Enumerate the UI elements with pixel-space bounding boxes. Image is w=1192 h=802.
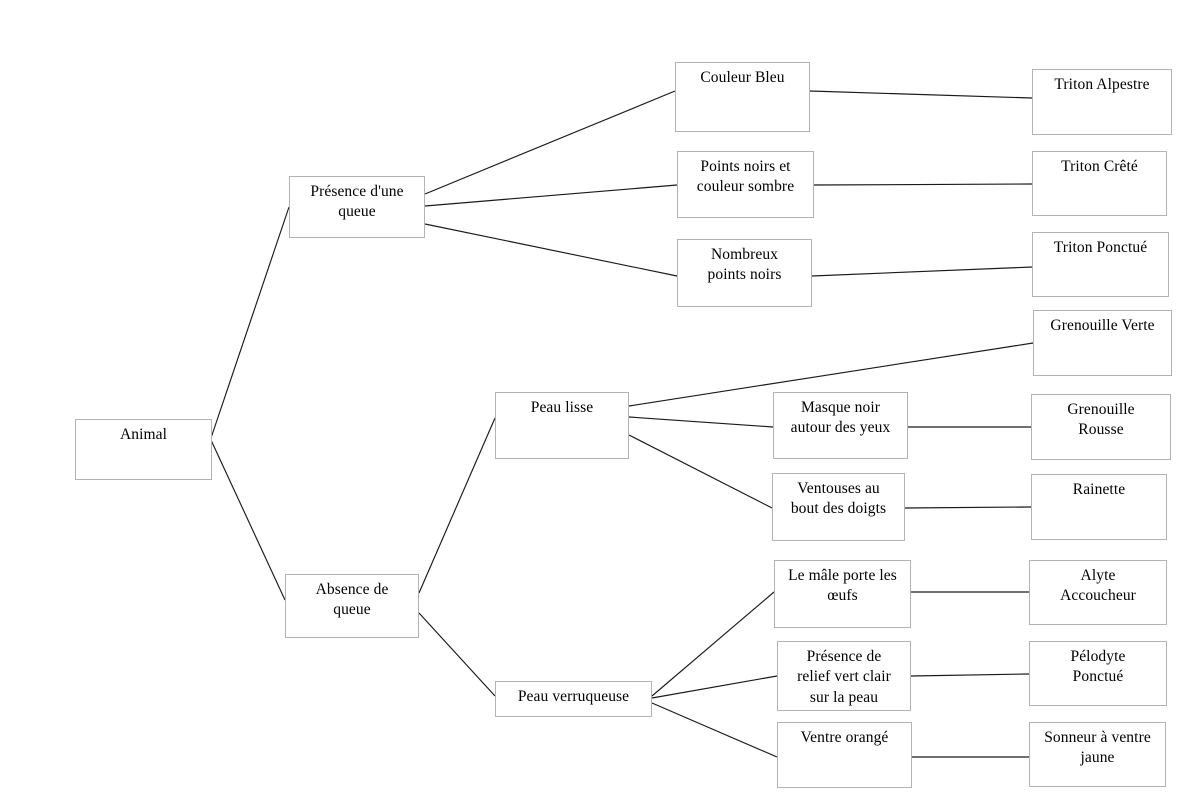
node-triton-ponctue[interactable]: Triton Ponctué	[1032, 232, 1169, 297]
node-animal[interactable]: Animal	[75, 419, 212, 480]
connector-absence-queue-to-peau-verruqueuse	[418, 612, 496, 697]
node-label-rainette: Rainette	[1072, 481, 1126, 498]
node-label-peau-lisse: Peau lisse	[530, 399, 594, 416]
node-nombreux-points-noirs[interactable]: Nombreux points noirs	[677, 239, 812, 307]
node-triton-alpestre[interactable]: Triton Alpestre	[1032, 69, 1172, 135]
connector-relief-vert-clair-to-pelodyte-ponctue	[910, 673, 1030, 677]
connector-animal-to-presence-queue	[210, 206, 290, 439]
connector-couleur-bleu-to-triton-alpestre	[809, 90, 1033, 99]
connector-absence-queue-to-peau-lisse	[418, 417, 496, 594]
node-peau-verruqueuse[interactable]: Peau verruqueuse	[495, 681, 652, 717]
connector-ventouses-doigts-to-rainette	[904, 506, 1032, 509]
node-couleur-bleu[interactable]: Couleur Bleu	[675, 62, 810, 132]
node-label-presence-queue: Présence d'une queue	[310, 183, 404, 221]
connector-presence-queue-to-nombreux-points-noirs	[424, 223, 678, 277]
node-label-sonneur-ventre-jaune: Sonneur à ventre jaune	[1044, 729, 1151, 767]
node-sonneur-ventre-jaune[interactable]: Sonneur à ventre jaune	[1029, 722, 1166, 787]
node-presence-queue[interactable]: Présence d'une queue	[289, 176, 425, 238]
node-male-porte-oeufs[interactable]: Le mâle porte les œufs	[774, 560, 911, 628]
node-pelodyte-ponctue[interactable]: Pélodyte Ponctué	[1029, 641, 1167, 706]
node-label-triton-crete: Triton Crêté	[1061, 158, 1138, 175]
node-label-ventouses-doigts: Ventouses au bout des doigts	[790, 480, 887, 518]
node-points-noirs-sombre[interactable]: Points noirs et couleur sombre	[677, 151, 814, 218]
connector-animal-to-absence-queue	[210, 439, 286, 601]
node-label-pelodyte-ponctue: Pélodyte Ponctué	[1070, 648, 1126, 686]
connector-presence-queue-to-points-noirs-sombre	[424, 184, 678, 207]
node-alyte-accoucheur[interactable]: Alyte Accoucheur	[1029, 560, 1167, 625]
node-label-relief-vert-clair: Présence de relief vert clair sur la pea…	[797, 648, 891, 706]
node-absence-queue[interactable]: Absence de queue	[285, 574, 419, 638]
node-label-points-noirs-sombre: Points noirs et couleur sombre	[696, 158, 795, 196]
connector-peau-lisse-to-ventouses-doigts	[628, 434, 773, 509]
connector-peau-verruqueuse-to-ventre-orange	[651, 702, 778, 758]
node-ventouses-doigts[interactable]: Ventouses au bout des doigts	[772, 473, 905, 541]
node-label-peau-verruqueuse: Peau verruqueuse	[517, 688, 630, 705]
connector-presence-queue-to-couleur-bleu	[424, 90, 676, 195]
node-label-grenouille-rousse: Grenouille Rousse	[1067, 401, 1135, 439]
node-rainette[interactable]: Rainette	[1031, 474, 1167, 540]
node-label-animal: Animal	[119, 426, 168, 443]
node-relief-vert-clair[interactable]: Présence de relief vert clair sur la pea…	[777, 641, 911, 711]
node-label-grenouille-verte: Grenouille Verte	[1050, 317, 1155, 334]
node-grenouille-verte[interactable]: Grenouille Verte	[1033, 310, 1172, 376]
node-label-couleur-bleu: Couleur Bleu	[700, 69, 785, 86]
connector-peau-lisse-to-masque-noir	[628, 416, 774, 428]
node-triton-crete[interactable]: Triton Crêté	[1032, 151, 1167, 216]
node-label-triton-ponctue: Triton Ponctué	[1053, 239, 1148, 256]
connector-peau-verruqueuse-to-relief-vert-clair	[651, 675, 778, 699]
connector-points-noirs-sombre-to-triton-crete	[813, 183, 1033, 186]
node-label-male-porte-oeufs: Le mâle porte les œufs	[788, 567, 897, 605]
node-masque-noir[interactable]: Masque noir autour des yeux	[773, 392, 908, 459]
node-label-masque-noir: Masque noir autour des yeux	[790, 399, 891, 437]
node-ventre-orange[interactable]: Ventre orangé	[777, 722, 912, 788]
node-peau-lisse[interactable]: Peau lisse	[495, 392, 629, 459]
node-label-absence-queue: Absence de queue	[315, 581, 389, 619]
node-grenouille-rousse[interactable]: Grenouille Rousse	[1031, 394, 1171, 460]
node-label-ventre-orange: Ventre orangé	[800, 729, 889, 746]
node-label-nombreux-points-noirs: Nombreux points noirs	[707, 246, 782, 284]
node-label-triton-alpestre: Triton Alpestre	[1054, 76, 1150, 93]
connector-peau-verruqueuse-to-male-porte-oeufs	[651, 591, 775, 697]
node-label-alyte-accoucheur: Alyte Accoucheur	[1060, 567, 1136, 605]
connector-nombreux-points-noirs-to-triton-ponctue	[811, 266, 1033, 277]
